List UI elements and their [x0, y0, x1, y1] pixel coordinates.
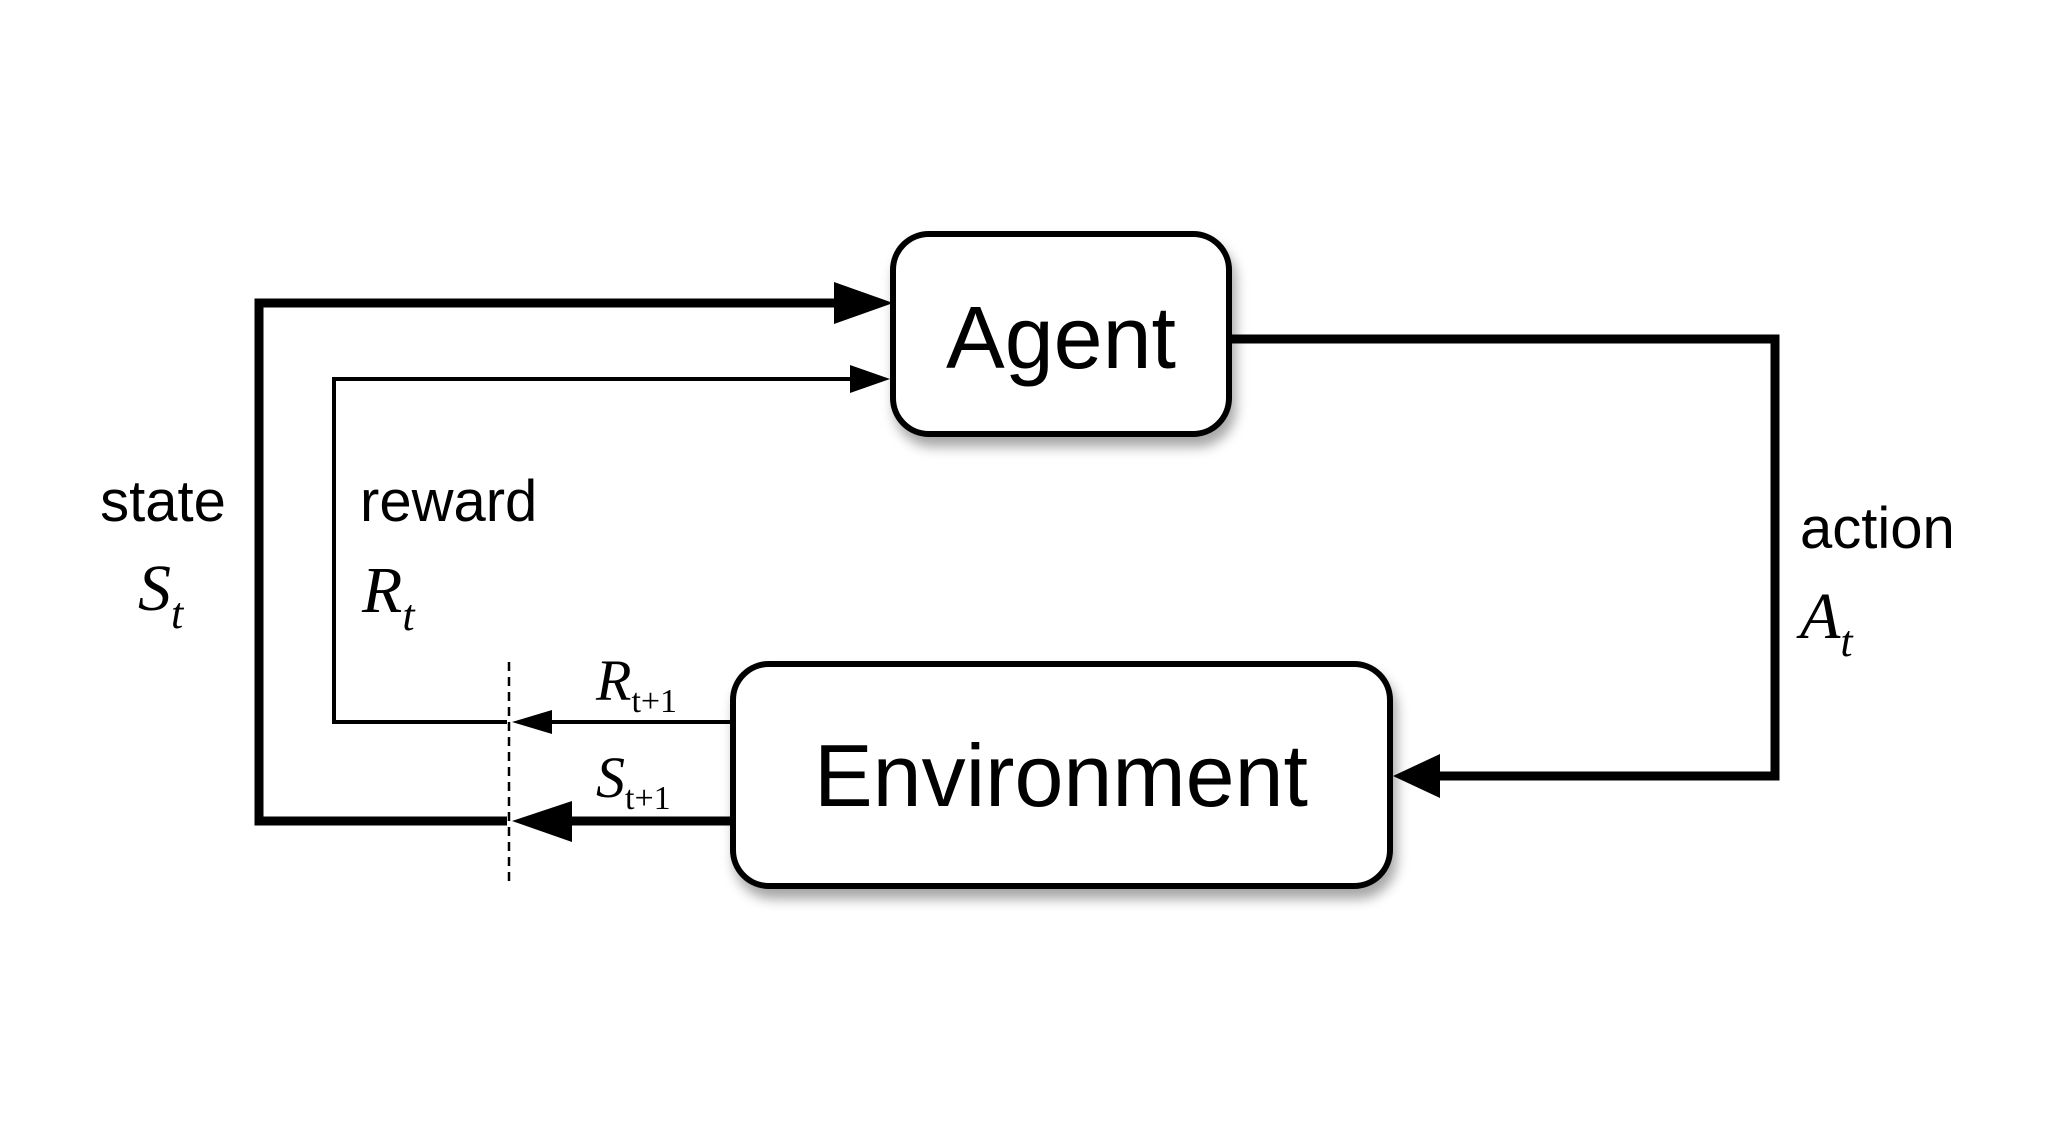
action-symbol: At — [1796, 580, 1854, 666]
action-word: action — [1800, 496, 1955, 561]
state-feedback-line — [254, 298, 840, 826]
action-label: action At — [1796, 496, 1955, 666]
reward-symbol: Rt — [361, 554, 416, 640]
state-symbol-main: S — [138, 552, 171, 625]
next-state-symbol: St+1 — [596, 745, 671, 817]
next-reward-symbol: Rt+1 — [595, 648, 677, 720]
action-symbol-main: A — [1796, 580, 1841, 653]
agent-box — [890, 231, 1232, 437]
state-symbol: St — [138, 552, 185, 638]
next-reward-label: Rt+1 — [595, 648, 677, 720]
action-edge — [1232, 334, 1780, 798]
state-symbol-sub: t — [171, 589, 185, 638]
action-arrow-line — [1232, 334, 1780, 781]
reward-word: reward — [360, 469, 537, 534]
action-symbol-sub: t — [1840, 617, 1854, 666]
next-state-arrowhead — [512, 801, 572, 842]
next-state-symbol-sub: t+1 — [625, 780, 671, 817]
state-word: state — [100, 469, 226, 534]
next-state-symbol-main: S — [596, 745, 625, 810]
agent-node: Agent — [890, 231, 1232, 437]
agent-label: Agent — [946, 288, 1176, 387]
next-state-label: St+1 — [596, 745, 671, 817]
reward-edge — [332, 365, 890, 734]
reward-symbol-sub: t — [402, 591, 416, 640]
reward-symbol-main: R — [361, 554, 402, 627]
reward-feedback-line — [332, 377, 850, 724]
action-arrowhead — [1393, 754, 1440, 798]
environment-label: Environment — [814, 726, 1308, 825]
next-reward-arrowhead — [512, 710, 552, 734]
reward-arrowhead — [850, 365, 890, 393]
reward-label: reward Rt — [360, 469, 537, 640]
next-reward-symbol-main: R — [595, 648, 631, 713]
environment-box — [730, 661, 1393, 889]
state-label: state St — [100, 469, 226, 638]
state-edge — [254, 282, 893, 842]
next-reward-symbol-sub: t+1 — [631, 683, 677, 720]
state-arrowhead — [834, 282, 893, 324]
environment-node: Environment — [730, 661, 1393, 889]
